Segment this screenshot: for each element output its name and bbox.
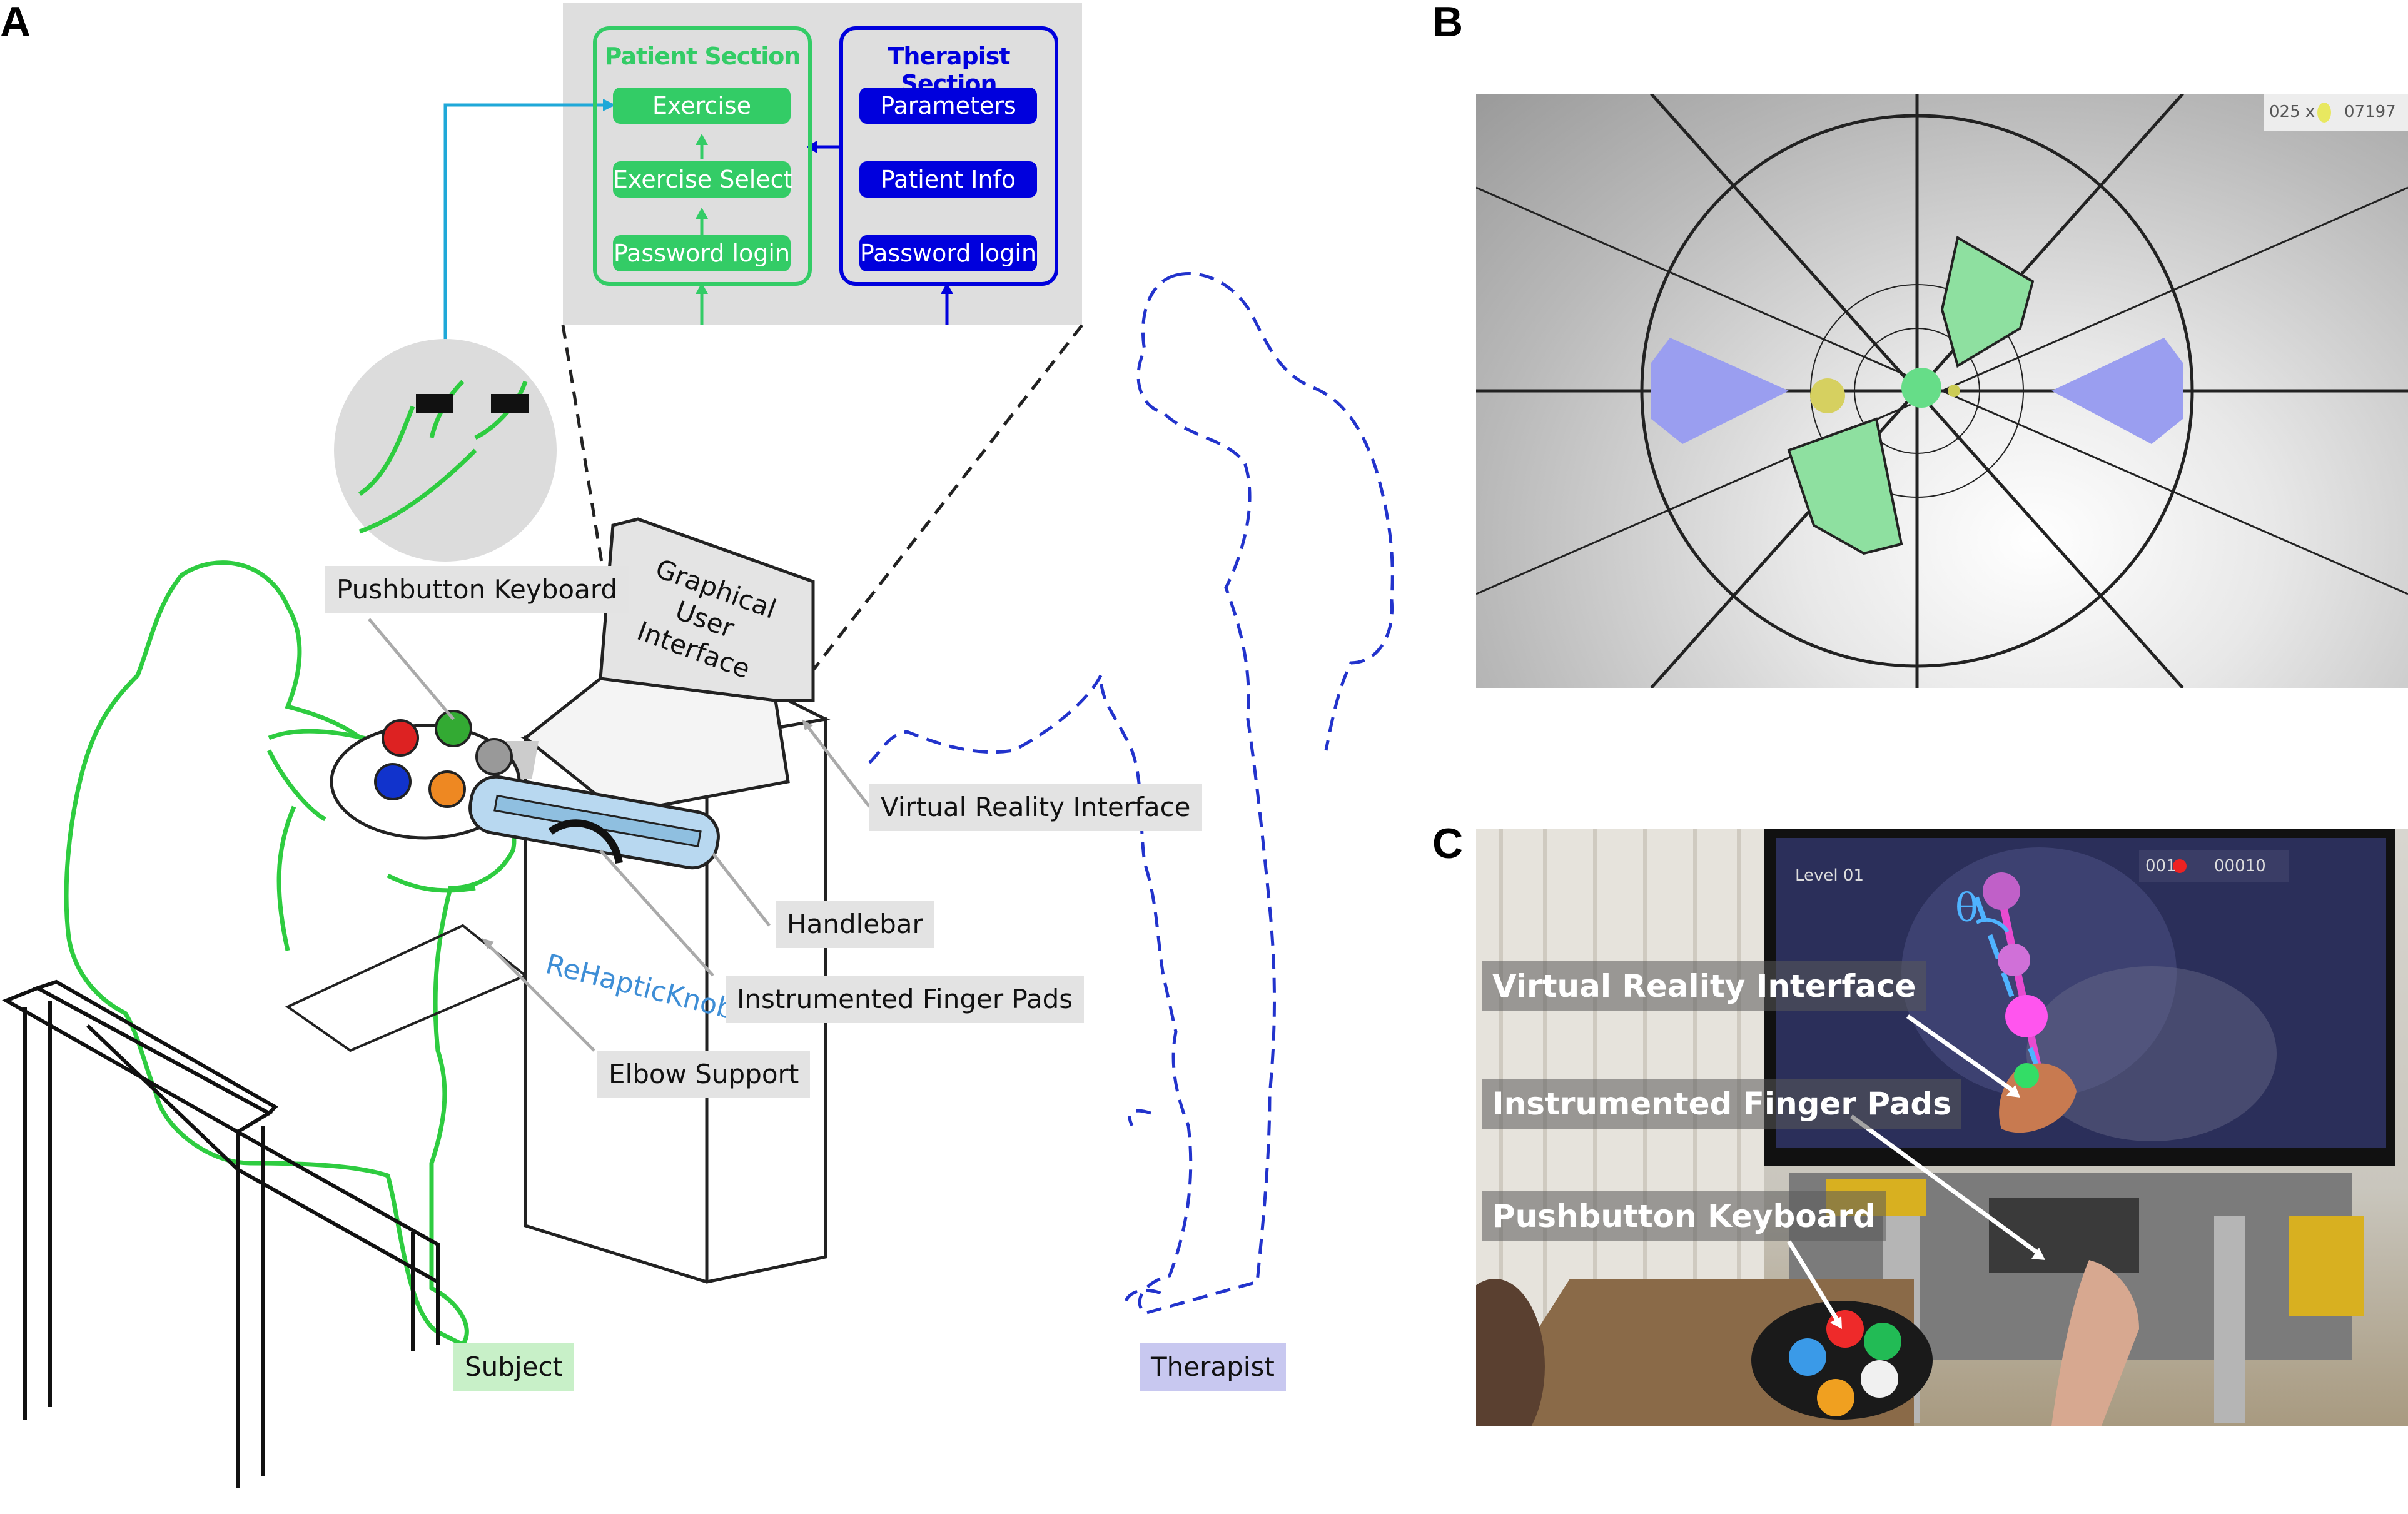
panel-c-hud-score: 00010: [2214, 857, 2266, 876]
target-sector-upper: [1940, 235, 2035, 368]
panel-label-b: B: [1432, 0, 1464, 46]
therapist-patient-info-button[interactable]: Patient Info: [859, 161, 1037, 198]
panel-b-tunnel-graphic: [1476, 94, 2408, 688]
therapist-password-login-button[interactable]: Password login: [859, 235, 1037, 271]
therapist-parameters-button[interactable]: Parameters: [859, 88, 1037, 124]
label-elbow-support: Elbow Support: [597, 1051, 811, 1098]
green-ball: [1901, 368, 1941, 408]
panel-label-a: A: [0, 0, 31, 46]
patient-section-title: Patient Section: [604, 43, 801, 70]
panel-c-level: Level 01: [1795, 866, 1864, 885]
label-virtual-reality-interface: Virtual Reality Interface: [869, 784, 1202, 831]
yellow-ball: [1810, 378, 1845, 413]
therapist-section-box: [839, 26, 1058, 286]
label-instrumented-finger-pads: Instrumented Finger Pads: [726, 976, 1085, 1023]
panel-c-caption-vr-interface: Virtual Reality Interface: [1482, 961, 1926, 1011]
panel-label-c: C: [1432, 820, 1464, 867]
target-sector-lower: [1787, 417, 1903, 555]
arrow-right-triangle: [2051, 338, 2183, 444]
panel-c-theta: θ: [1955, 885, 1979, 931]
panel-b-hud-count: 025 x: [2269, 103, 2315, 121]
panel-c-caption-finger-pads: Instrumented Finger Pads: [1482, 1079, 1961, 1129]
patient-exercise-button[interactable]: Exercise: [613, 88, 791, 124]
label-handlebar: Handlebar: [776, 901, 934, 948]
label-subject: Subject: [453, 1343, 575, 1391]
panel-c-hud-count: 001: [2145, 857, 2177, 876]
label-therapist: Therapist: [1140, 1343, 1286, 1391]
label-pushbutton-keyboard: Pushbutton Keyboard: [325, 566, 629, 613]
panel-c-photo: Level 01 001 00010 θ Virtual Reality Int…: [1476, 829, 2408, 1426]
patient-exercise-select-button[interactable]: Exercise Select: [613, 161, 792, 198]
patient-section-box: [593, 26, 812, 286]
panel-b-hud-score: 07197: [2344, 103, 2396, 121]
arrow-left-triangle: [1651, 338, 1789, 444]
panel-b-vr-screenshot: 025 x 07197: [1476, 94, 2408, 688]
patient-password-login-button[interactable]: Password login: [613, 235, 791, 271]
panel-c-caption-pushbutton-keyboard: Pushbutton Keyboard: [1482, 1191, 1886, 1241]
